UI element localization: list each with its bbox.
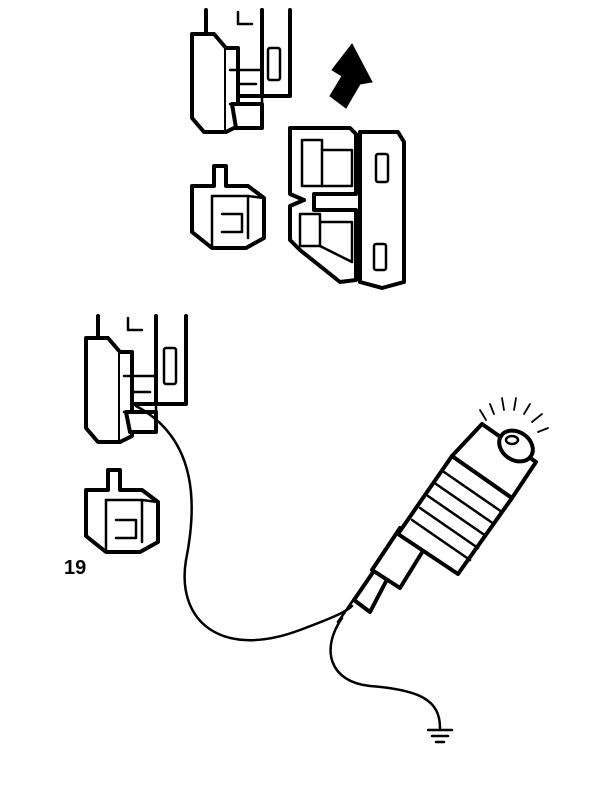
ground-symbol-icon (426, 728, 454, 744)
lower-fuse-holder (84, 314, 188, 554)
lamp-glow-icon (479, 397, 549, 433)
test-lamp-probe (336, 422, 538, 624)
upper-fuse-holder (190, 8, 292, 250)
removed-fuse (288, 126, 406, 290)
figure-number: 19 (64, 557, 87, 579)
ground-wire (329, 616, 442, 730)
removal-arrow-icon (329, 43, 373, 109)
test-wire (134, 404, 354, 642)
